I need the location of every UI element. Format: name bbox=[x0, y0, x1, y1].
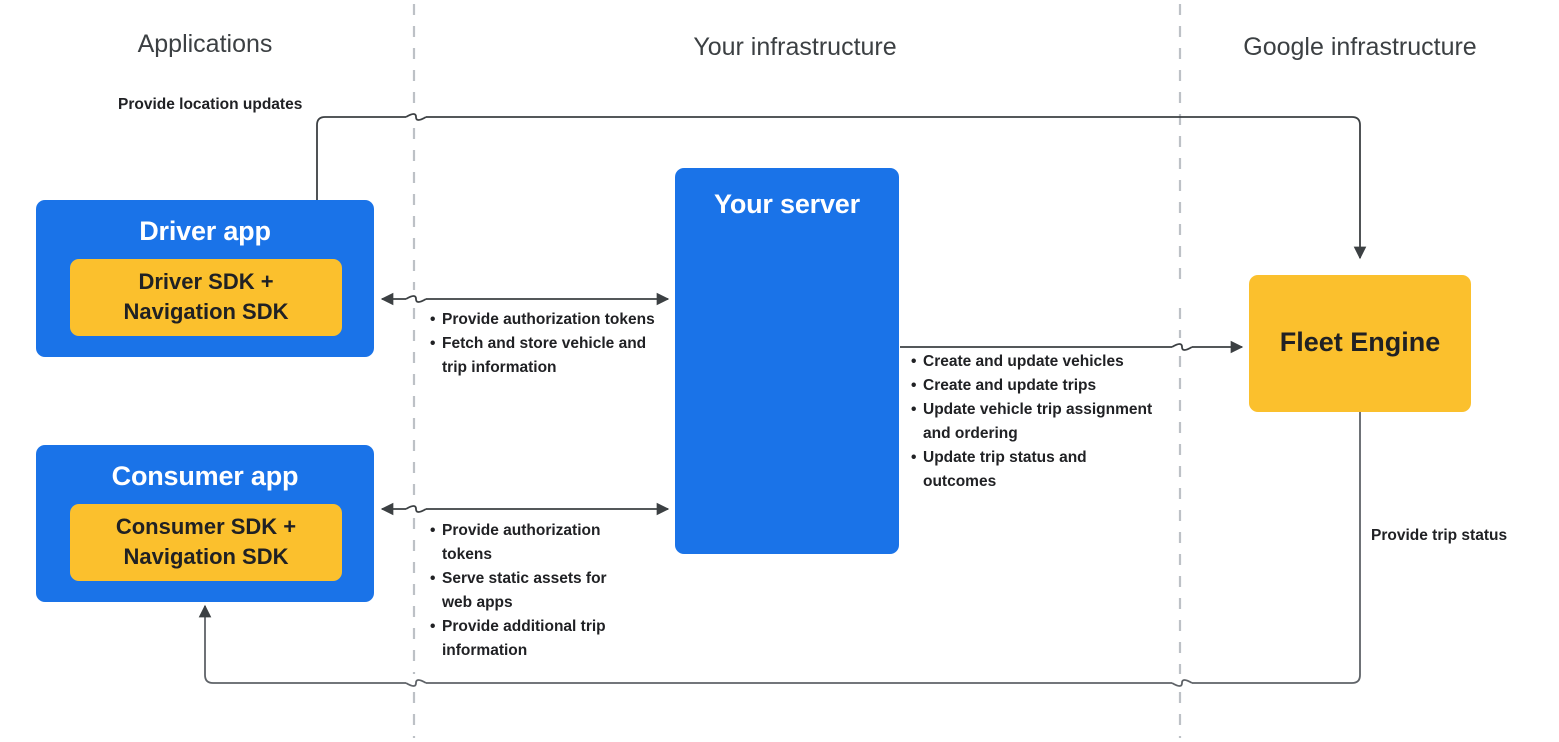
edge-list-server-to-fleet-engine: Create and update vehicles Create and up… bbox=[911, 350, 1161, 494]
list-item: Create and update vehicles bbox=[911, 350, 1161, 374]
edge-label-trip-status: Provide trip status bbox=[1371, 527, 1508, 544]
edge-list-driver-to-server: Provide authorization tokens Fetch and s… bbox=[430, 308, 660, 380]
node-your-server[interactable]: Your server bbox=[675, 168, 899, 554]
node-fleet-engine[interactable]: Fleet Engine bbox=[1249, 275, 1471, 412]
edge-list-consumer-to-server: Provide authorization tokens Serve stati… bbox=[430, 519, 630, 663]
edge-location-updates bbox=[316, 113, 1367, 290]
list-item: Create and update trips bbox=[911, 374, 1161, 398]
edge-server-to-fleet-engine bbox=[900, 340, 1244, 354]
list-item: Serve static assets for web apps bbox=[430, 567, 630, 615]
list-item: Fetch and store vehicle and trip informa… bbox=[430, 332, 660, 380]
list-item: Provide authorization tokens bbox=[430, 519, 630, 567]
edge-consumer-to-server bbox=[380, 502, 670, 516]
node-driver-sdk[interactable]: Driver SDK + Navigation SDK bbox=[70, 259, 342, 336]
list-item: Provide authorization tokens bbox=[430, 308, 660, 332]
driver-app-title: Driver app bbox=[139, 216, 271, 246]
column-header-applications: Applications bbox=[137, 30, 273, 58]
your-server-title: Your server bbox=[714, 189, 860, 219]
consumer-sdk-line-2: Navigation SDK bbox=[123, 544, 289, 569]
list-item: Provide additional trip information bbox=[430, 615, 630, 663]
edge-driver-to-server bbox=[380, 292, 670, 306]
fleet-engine-title: Fleet Engine bbox=[1279, 327, 1441, 357]
column-header-google-infrastructure: Google infrastructure bbox=[1243, 33, 1477, 61]
edge-label-location-updates: Provide location updates bbox=[118, 96, 303, 113]
node-consumer-sdk[interactable]: Consumer SDK + Navigation SDK bbox=[70, 504, 342, 581]
consumer-app-title: Consumer app bbox=[111, 461, 299, 491]
driver-sdk-line-1: Driver SDK + bbox=[138, 269, 274, 294]
list-item: Update trip status and outcomes bbox=[911, 446, 1161, 494]
list-item: Update vehicle trip assignment and order… bbox=[911, 398, 1161, 446]
driver-sdk-line-2: Navigation SDK bbox=[123, 299, 289, 324]
column-header-your-infrastructure: Your infrastructure bbox=[693, 33, 897, 61]
edge-trip-status bbox=[198, 412, 1361, 687]
consumer-sdk-line-1: Consumer SDK + bbox=[115, 514, 297, 539]
